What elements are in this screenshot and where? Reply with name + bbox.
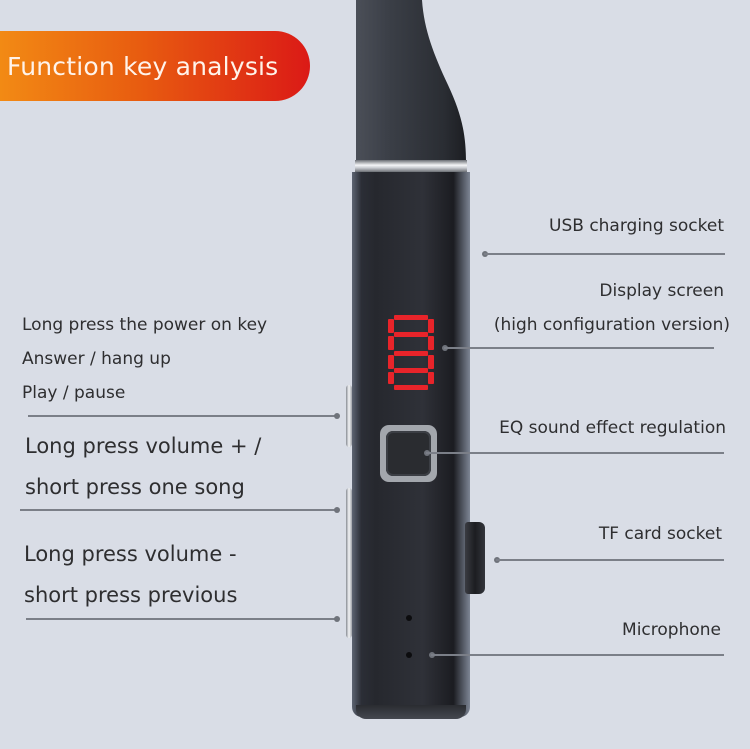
display-label-1: Display screen [599, 281, 724, 301]
usb-label: USB charging socket [549, 216, 724, 236]
power-key-label-3: Play / pause [22, 383, 126, 403]
volume-down-label-1: Long press volume - [24, 542, 237, 566]
device-base [356, 705, 466, 719]
mic-leader-line [431, 654, 724, 656]
mic-label: Microphone [622, 620, 721, 640]
neckband-cable [356, 0, 466, 163]
tf-leader-line [496, 559, 724, 561]
title-banner: Function key analysis [0, 31, 310, 101]
volume-key[interactable] [346, 488, 352, 638]
microphone-hole [406, 615, 412, 621]
eq-label: EQ sound effect regulation [499, 418, 726, 438]
power-key-leader-line [28, 415, 338, 417]
eq-button[interactable] [380, 425, 437, 482]
volume-down-label-2: short press previous [24, 583, 238, 607]
volume-down-leader-line [26, 618, 338, 620]
power-key-label-1: Long press the power on key [22, 315, 268, 335]
display-label-2: (high configuration version) [493, 315, 730, 335]
display-leader-line [444, 347, 714, 349]
power-key-label-2: Answer / hang up [22, 349, 171, 369]
volume-up-leader-line [20, 509, 338, 511]
led-display [388, 315, 434, 390]
power-key-leader-dot [334, 413, 340, 419]
metal-ring [355, 160, 467, 173]
tf-label: TF card socket [598, 524, 722, 544]
volume-up-label-2: short press one song [25, 475, 245, 499]
volume-up-label-1: Long press volume + / [25, 434, 262, 458]
volume-down-leader-dot [334, 616, 340, 622]
power-key[interactable] [346, 385, 352, 447]
volume-up-leader-dot [334, 507, 340, 513]
microphone-hole [406, 652, 412, 658]
tf-card-slot [465, 522, 485, 594]
eq-leader-line [426, 452, 724, 454]
banner-title: Function key analysis [7, 51, 279, 81]
usb-leader-line [484, 253, 725, 255]
